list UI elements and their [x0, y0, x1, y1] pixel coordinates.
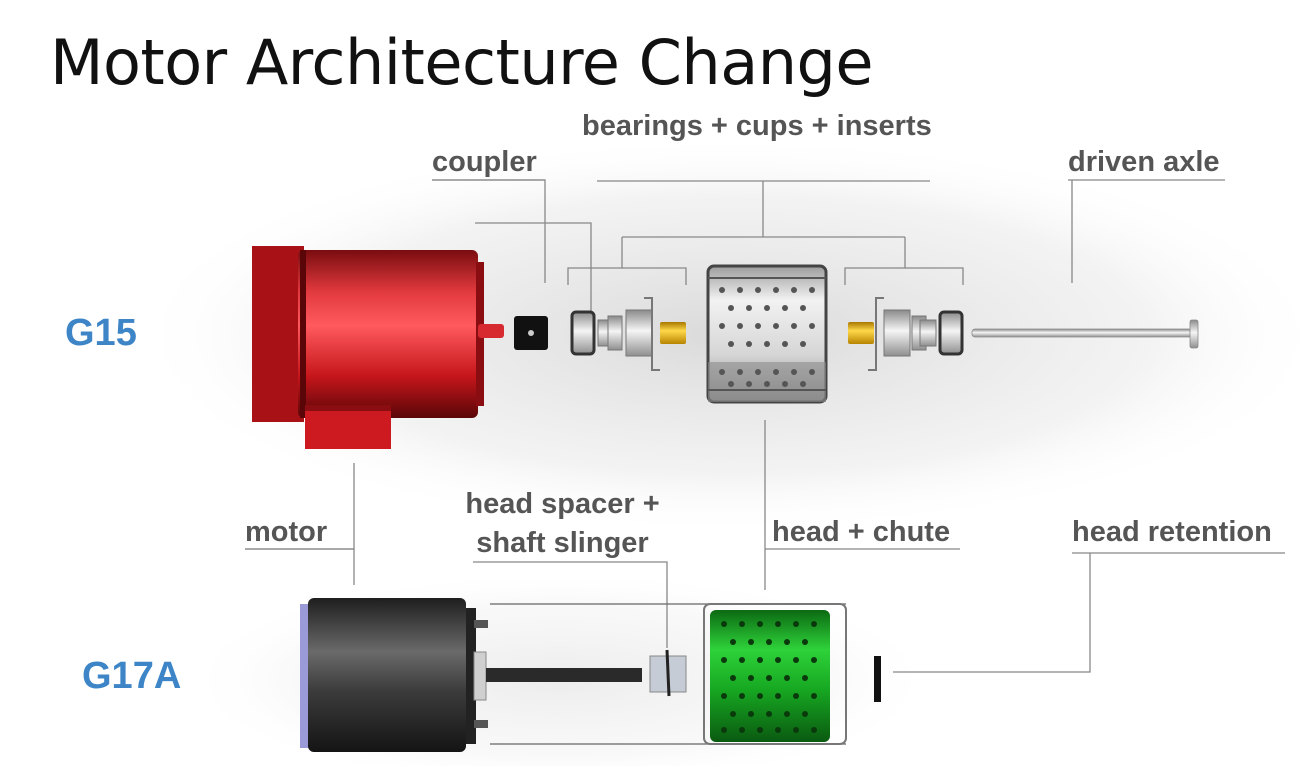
g17a-head-retention	[874, 656, 881, 702]
leader-lines	[245, 179, 1285, 673]
g15-driven-axle	[971, 319, 1199, 349]
page-title: Motor Architecture Change	[50, 26, 874, 99]
g15-head-drum	[706, 264, 828, 404]
model-label-g15: G15	[65, 312, 137, 354]
label-head-retention: head retention	[1072, 516, 1272, 548]
g15-right-bearing-stack	[848, 297, 964, 371]
g17a-motor	[300, 598, 642, 752]
label-bearings-cups-inserts: bearings + cups + inserts	[582, 110, 932, 142]
model-label-g17a: G17A	[82, 655, 182, 697]
g15-motor	[252, 246, 504, 449]
label-coupler: coupler	[432, 146, 537, 178]
g17a-green-head	[703, 603, 847, 745]
g17a-head-spacer	[649, 649, 687, 697]
g15-left-bearing-stack	[570, 297, 686, 371]
g15-coupler	[514, 316, 548, 350]
label-head-spacer: head spacer + shaft slinger	[460, 485, 665, 563]
label-head-spacer-line2: shaft slinger	[476, 527, 649, 559]
label-driven-axle: driven axle	[1068, 146, 1220, 178]
label-head-chute: head + chute	[772, 516, 951, 548]
label-head-spacer-line1: head spacer +	[465, 488, 660, 520]
label-motor: motor	[245, 516, 328, 548]
